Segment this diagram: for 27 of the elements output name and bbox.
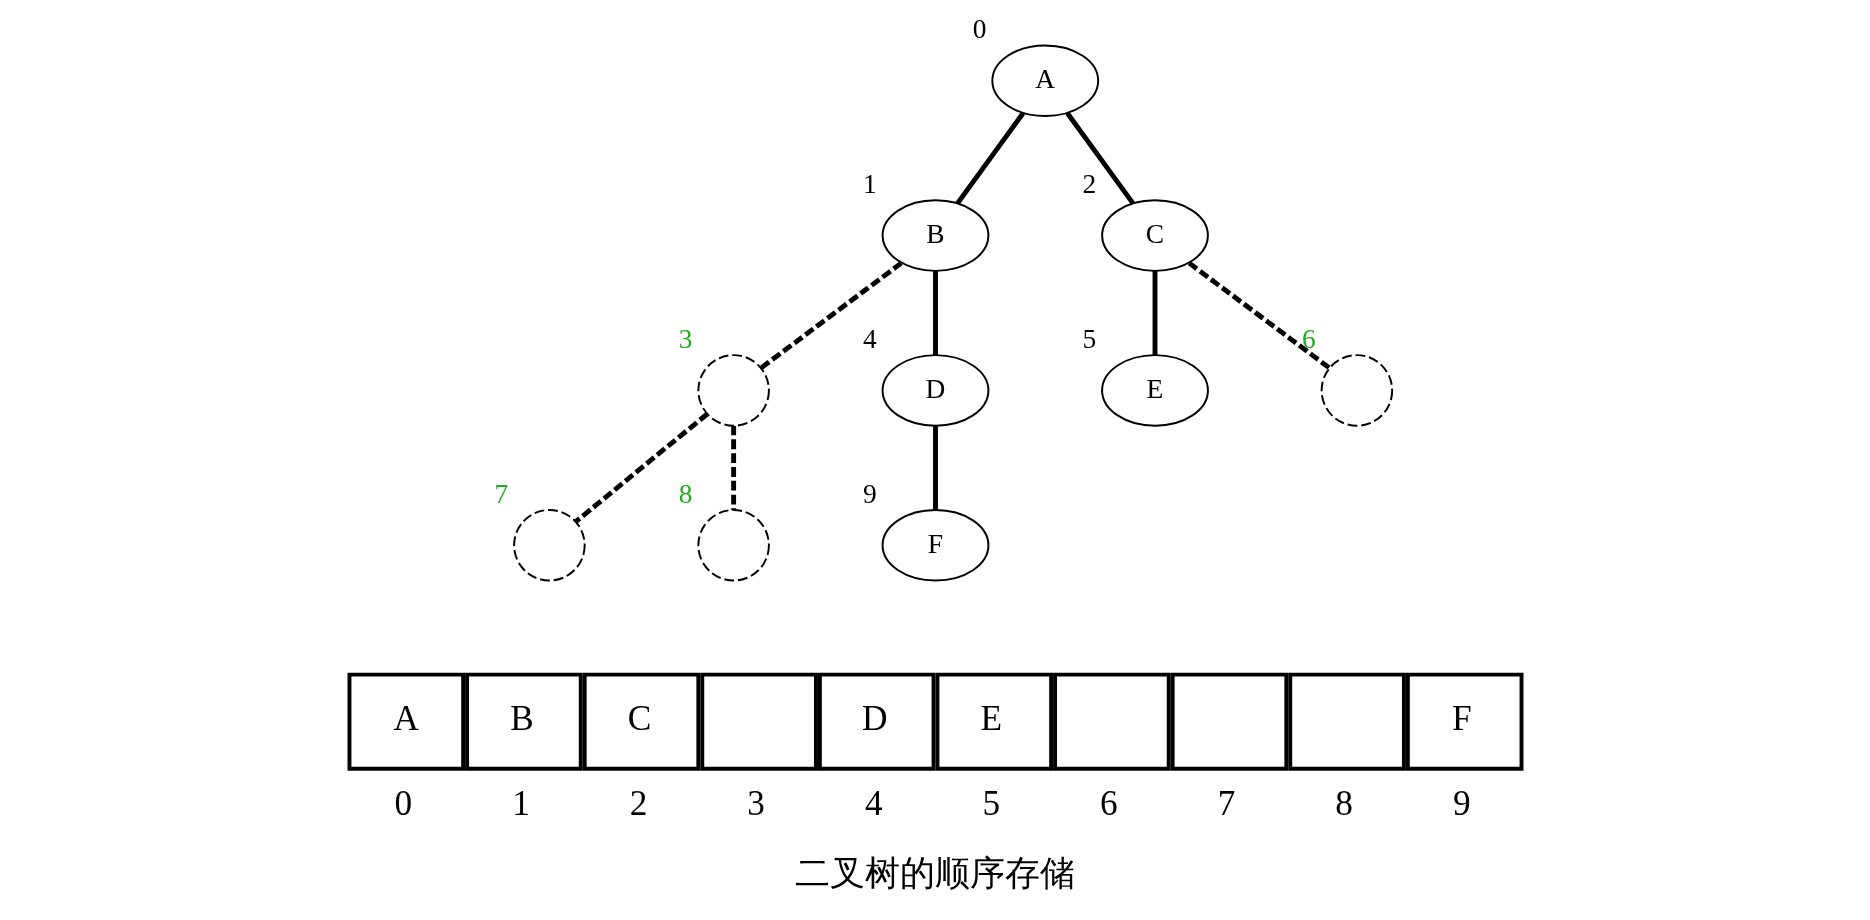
node-label: 7 [494,478,508,509]
label: 4 [864,783,883,823]
node-label: 3 [678,323,692,354]
node-label: 9 [862,478,877,509]
label: B [509,699,534,739]
label: D [861,699,887,739]
label: F [1451,699,1472,739]
label: A [393,699,419,739]
caption: 二叉树的顺序存储 [795,852,1075,894]
node-label: 6 [1301,323,1316,354]
label: 8 [1334,783,1353,823]
label: 2 [629,783,647,823]
node-label: 0 [972,14,986,45]
label: 6 [1099,783,1118,823]
label: 7 [1217,783,1235,823]
node-label: 2 [1082,168,1096,199]
node-label: 4 [862,323,877,354]
label: 3 [746,783,765,823]
node-label: 1 [862,168,877,199]
label: 5 [982,783,1000,823]
label: 1 [511,783,530,823]
label: C [627,699,651,739]
node-label: 8 [678,478,692,509]
label: E [980,699,1002,739]
label: 0 [394,783,412,823]
node-label: 5 [1082,323,1096,354]
label: 9 [1452,783,1471,823]
